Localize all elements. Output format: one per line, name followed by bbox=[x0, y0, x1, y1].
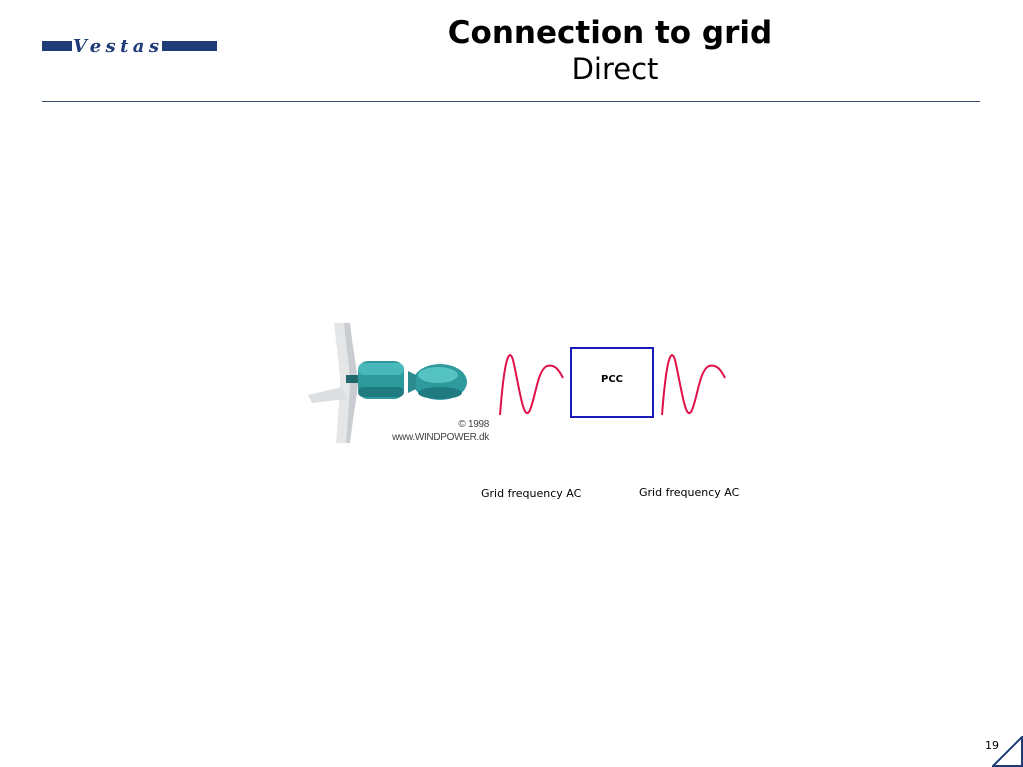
turbine-illustration bbox=[308, 323, 467, 443]
vestas-logo: Vestas bbox=[42, 37, 217, 55]
image-credit: © 1998 www.WINDPOWER.dk bbox=[392, 419, 489, 443]
page-subtitle: Direct bbox=[571, 52, 659, 86]
page-title: Connection to grid bbox=[447, 15, 773, 51]
sine-wave-left bbox=[499, 354, 564, 416]
page-number: 19 bbox=[985, 739, 999, 752]
caption-grid-frequency-right: Grid frequency AC bbox=[639, 486, 740, 499]
corner-triangle-icon bbox=[992, 736, 1023, 767]
ac-waveforms bbox=[499, 354, 726, 416]
pcc-label: PCC bbox=[600, 374, 623, 385]
pcc-box bbox=[570, 347, 654, 418]
header-divider bbox=[42, 101, 980, 102]
caption-grid-frequency-left: Grid frequency AC bbox=[481, 487, 582, 500]
sine-wave-right bbox=[661, 354, 726, 416]
